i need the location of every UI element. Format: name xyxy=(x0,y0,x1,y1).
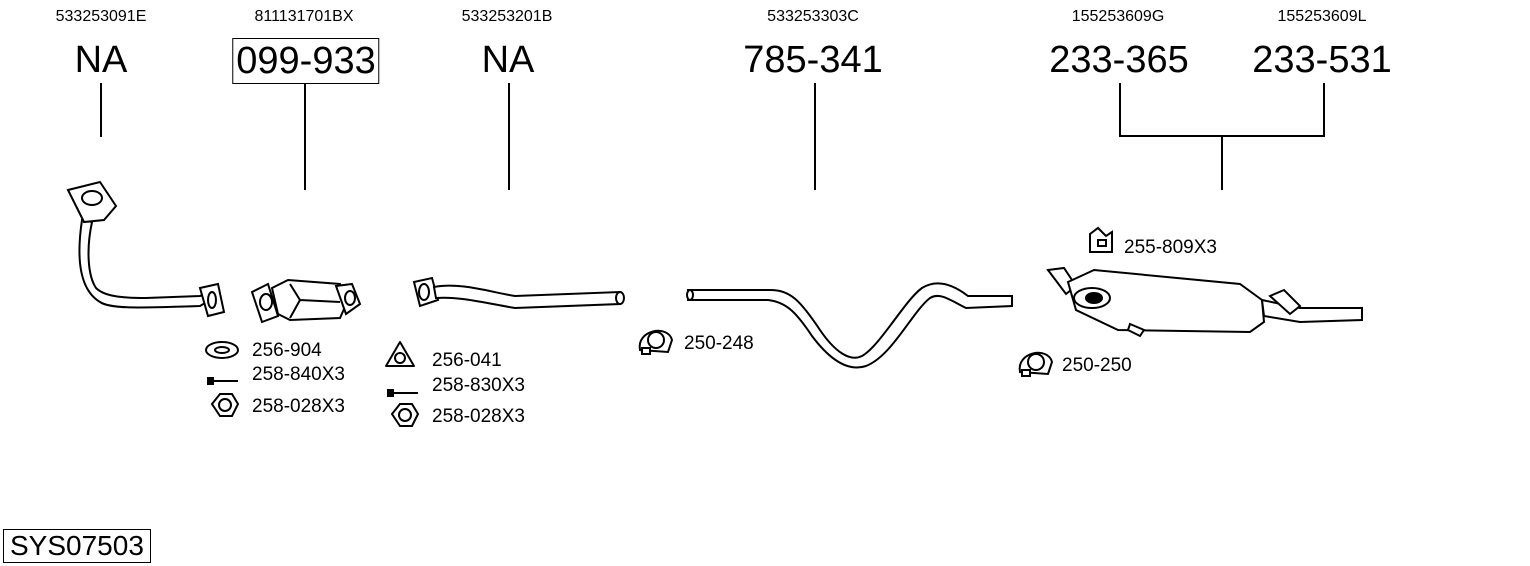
part-number-rear-silencer-b[interactable]: 233-531 xyxy=(1252,39,1392,81)
flange-gasket-icon xyxy=(385,341,415,367)
catalytic-converter-drawing xyxy=(250,278,362,324)
part-number-center-pipe[interactable]: 785-341 xyxy=(743,39,883,81)
bolt-icon xyxy=(207,377,238,385)
part-number-front-pipe[interactable]: NA xyxy=(74,39,128,81)
front-pipe-drawing xyxy=(66,180,226,318)
accessory-label-rubber-mount[interactable]: 255-809X3 xyxy=(1124,237,1217,258)
leader-bracket-rear-silencer xyxy=(1119,83,1325,190)
oem-code-front-pipe: 533253091E xyxy=(55,8,147,25)
accessory-label-clamp[interactable]: 250-248 xyxy=(684,333,754,354)
accessory-label-nut[interactable]: 258-028X3 xyxy=(252,396,345,417)
accessory-label-nut[interactable]: 258-028X3 xyxy=(432,406,525,427)
oem-code-rear-silencer-b: 155253609L xyxy=(1277,8,1367,25)
accessory-label-clamp[interactable]: 250-250 xyxy=(1062,355,1132,376)
oem-code-intermediate-pipe: 533253201B xyxy=(461,8,553,25)
rear-silencer-drawing xyxy=(1046,266,1363,338)
accessory-label-gasket[interactable]: 256-904 xyxy=(252,340,322,361)
oem-code-catalytic-converter: 811131701BX xyxy=(254,8,354,25)
intermediate-pipe-drawing xyxy=(412,276,625,310)
part-number-rear-silencer-a[interactable]: 233-365 xyxy=(1049,39,1189,81)
center-pipe-drawing xyxy=(686,282,1013,369)
oem-code-rear-silencer-a: 155253609G xyxy=(1071,8,1165,25)
system-code-box: SYS07503 xyxy=(3,529,151,563)
accessory-label-bolt[interactable]: 258-830X3 xyxy=(432,375,525,396)
clamp-icon xyxy=(638,330,674,355)
oem-code-center-pipe: 533253303C xyxy=(767,8,859,25)
nut-icon xyxy=(390,403,420,427)
accessory-label-flange-gasket[interactable]: 256-041 xyxy=(432,350,502,371)
part-number-intermediate-pipe[interactable]: NA xyxy=(481,39,535,81)
clamp-icon xyxy=(1018,352,1054,377)
nut-icon xyxy=(210,393,240,417)
rubber-mount-icon xyxy=(1089,226,1113,253)
bolt-icon xyxy=(387,389,418,397)
accessory-label-bolt[interactable]: 258-840X3 xyxy=(252,364,345,385)
gasket-icon xyxy=(205,341,239,359)
